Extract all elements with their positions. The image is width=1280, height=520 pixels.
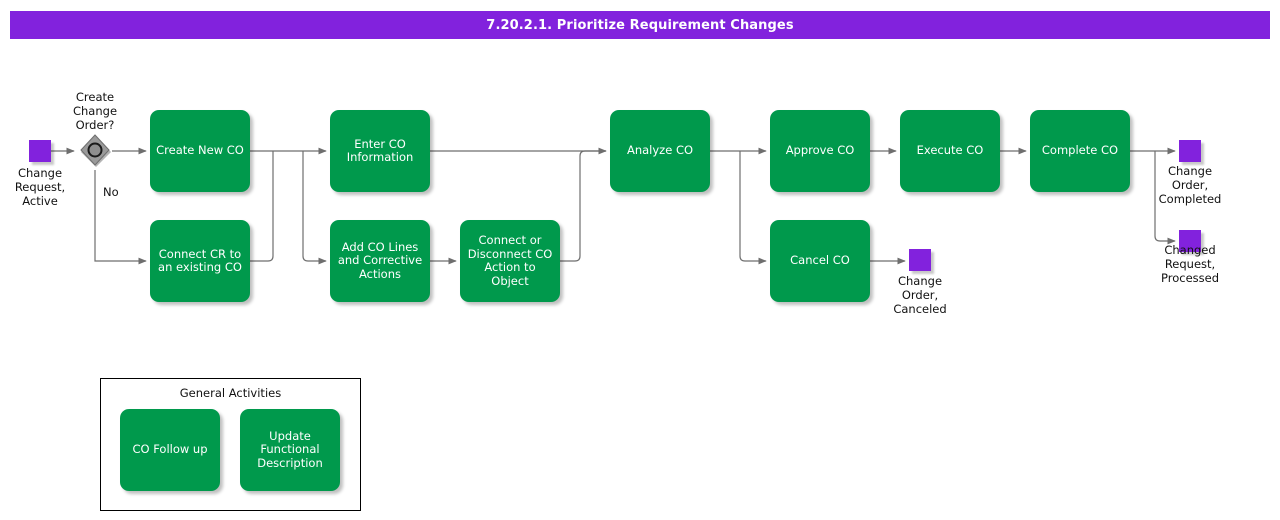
edge-connect-disconnect-to-analyze-co — [560, 150, 606, 262]
task-execute-co-label: Execute CO — [916, 143, 984, 158]
task-add-co-lines-and-corrective-actions[interactable]: Add CO Lines and Corrective Actions — [330, 220, 430, 302]
edge-analyze-co-to-cancel-co — [739, 151, 767, 265]
task-enter-co-information-label: Enter CO Information — [346, 136, 414, 164]
page-title-bar: 7.20.2.1. Prioritize Requirement Changes — [10, 11, 1270, 39]
start-event-change-request-active[interactable] — [29, 140, 51, 162]
edge-create-new-co-to-add-co-lines — [302, 151, 327, 265]
task-complete-co[interactable]: Complete CO — [1030, 110, 1130, 192]
end-event-change-order-canceled-label: Change Order, Canceled — [893, 274, 947, 316]
task-connect-or-disconnect-co-action-to-object[interactable]: Connect or Disconnect CO Action to Objec… — [460, 220, 560, 302]
end-event-change-order-canceled[interactable] — [909, 249, 931, 271]
task-co-follow-up[interactable]: CO Follow up — [120, 409, 220, 491]
task-co-follow-up-label: CO Follow up — [132, 442, 208, 457]
task-connect-or-disconnect-co-action-to-object-label: Connect or Disconnect CO Action to Objec… — [467, 233, 553, 288]
edge-gateway-no-to-connect-cr — [94, 170, 147, 265]
task-add-co-lines-and-corrective-actions-label: Add CO Lines and Corrective Actions — [337, 239, 423, 281]
task-enter-co-information[interactable]: Enter CO Information — [330, 110, 430, 192]
task-analyze-co[interactable]: Analyze CO — [610, 110, 710, 192]
end-event-change-order-completed-label: Change Order, Completed — [1158, 164, 1222, 206]
gateway-create-change-order[interactable] — [78, 134, 112, 168]
end-event-changed-request-processed[interactable] — [1179, 230, 1201, 252]
group-general-activities-title: General Activities — [179, 386, 282, 400]
task-create-new-co-label: Create New CO — [156, 143, 244, 158]
task-update-functional-description-label: Update Functional Description — [257, 428, 323, 470]
task-update-functional-description[interactable]: Update Functional Description — [240, 409, 340, 491]
start-event-change-request-active-label: Change Request, Active — [14, 166, 66, 208]
task-cancel-co-label: Cancel CO — [790, 253, 850, 268]
end-event-change-order-completed[interactable] — [1179, 140, 1201, 162]
end-event-changed-request-processed-label: Changed Request, Processed — [1161, 243, 1219, 285]
edge-connect-cr-to-enter-co-information — [250, 151, 274, 262]
task-cancel-co[interactable]: Cancel CO — [770, 220, 870, 302]
edge-label-no: No — [103, 185, 119, 199]
task-approve-co[interactable]: Approve CO — [770, 110, 870, 192]
gateway-create-change-order-label: Create Change Order? — [72, 90, 118, 132]
task-complete-co-label: Complete CO — [1041, 143, 1119, 158]
task-analyze-co-label: Analyze CO — [626, 143, 694, 158]
task-connect-cr-to-an-existing-co[interactable]: Connect CR to an existing CO — [150, 220, 250, 302]
task-approve-co-label: Approve CO — [785, 143, 855, 158]
task-connect-cr-to-an-existing-co-label: Connect CR to an existing CO — [158, 246, 242, 274]
task-execute-co[interactable]: Execute CO — [900, 110, 1000, 192]
page-title: 7.20.2.1. Prioritize Requirement Changes — [486, 17, 794, 33]
task-create-new-co[interactable]: Create New CO — [150, 110, 250, 192]
